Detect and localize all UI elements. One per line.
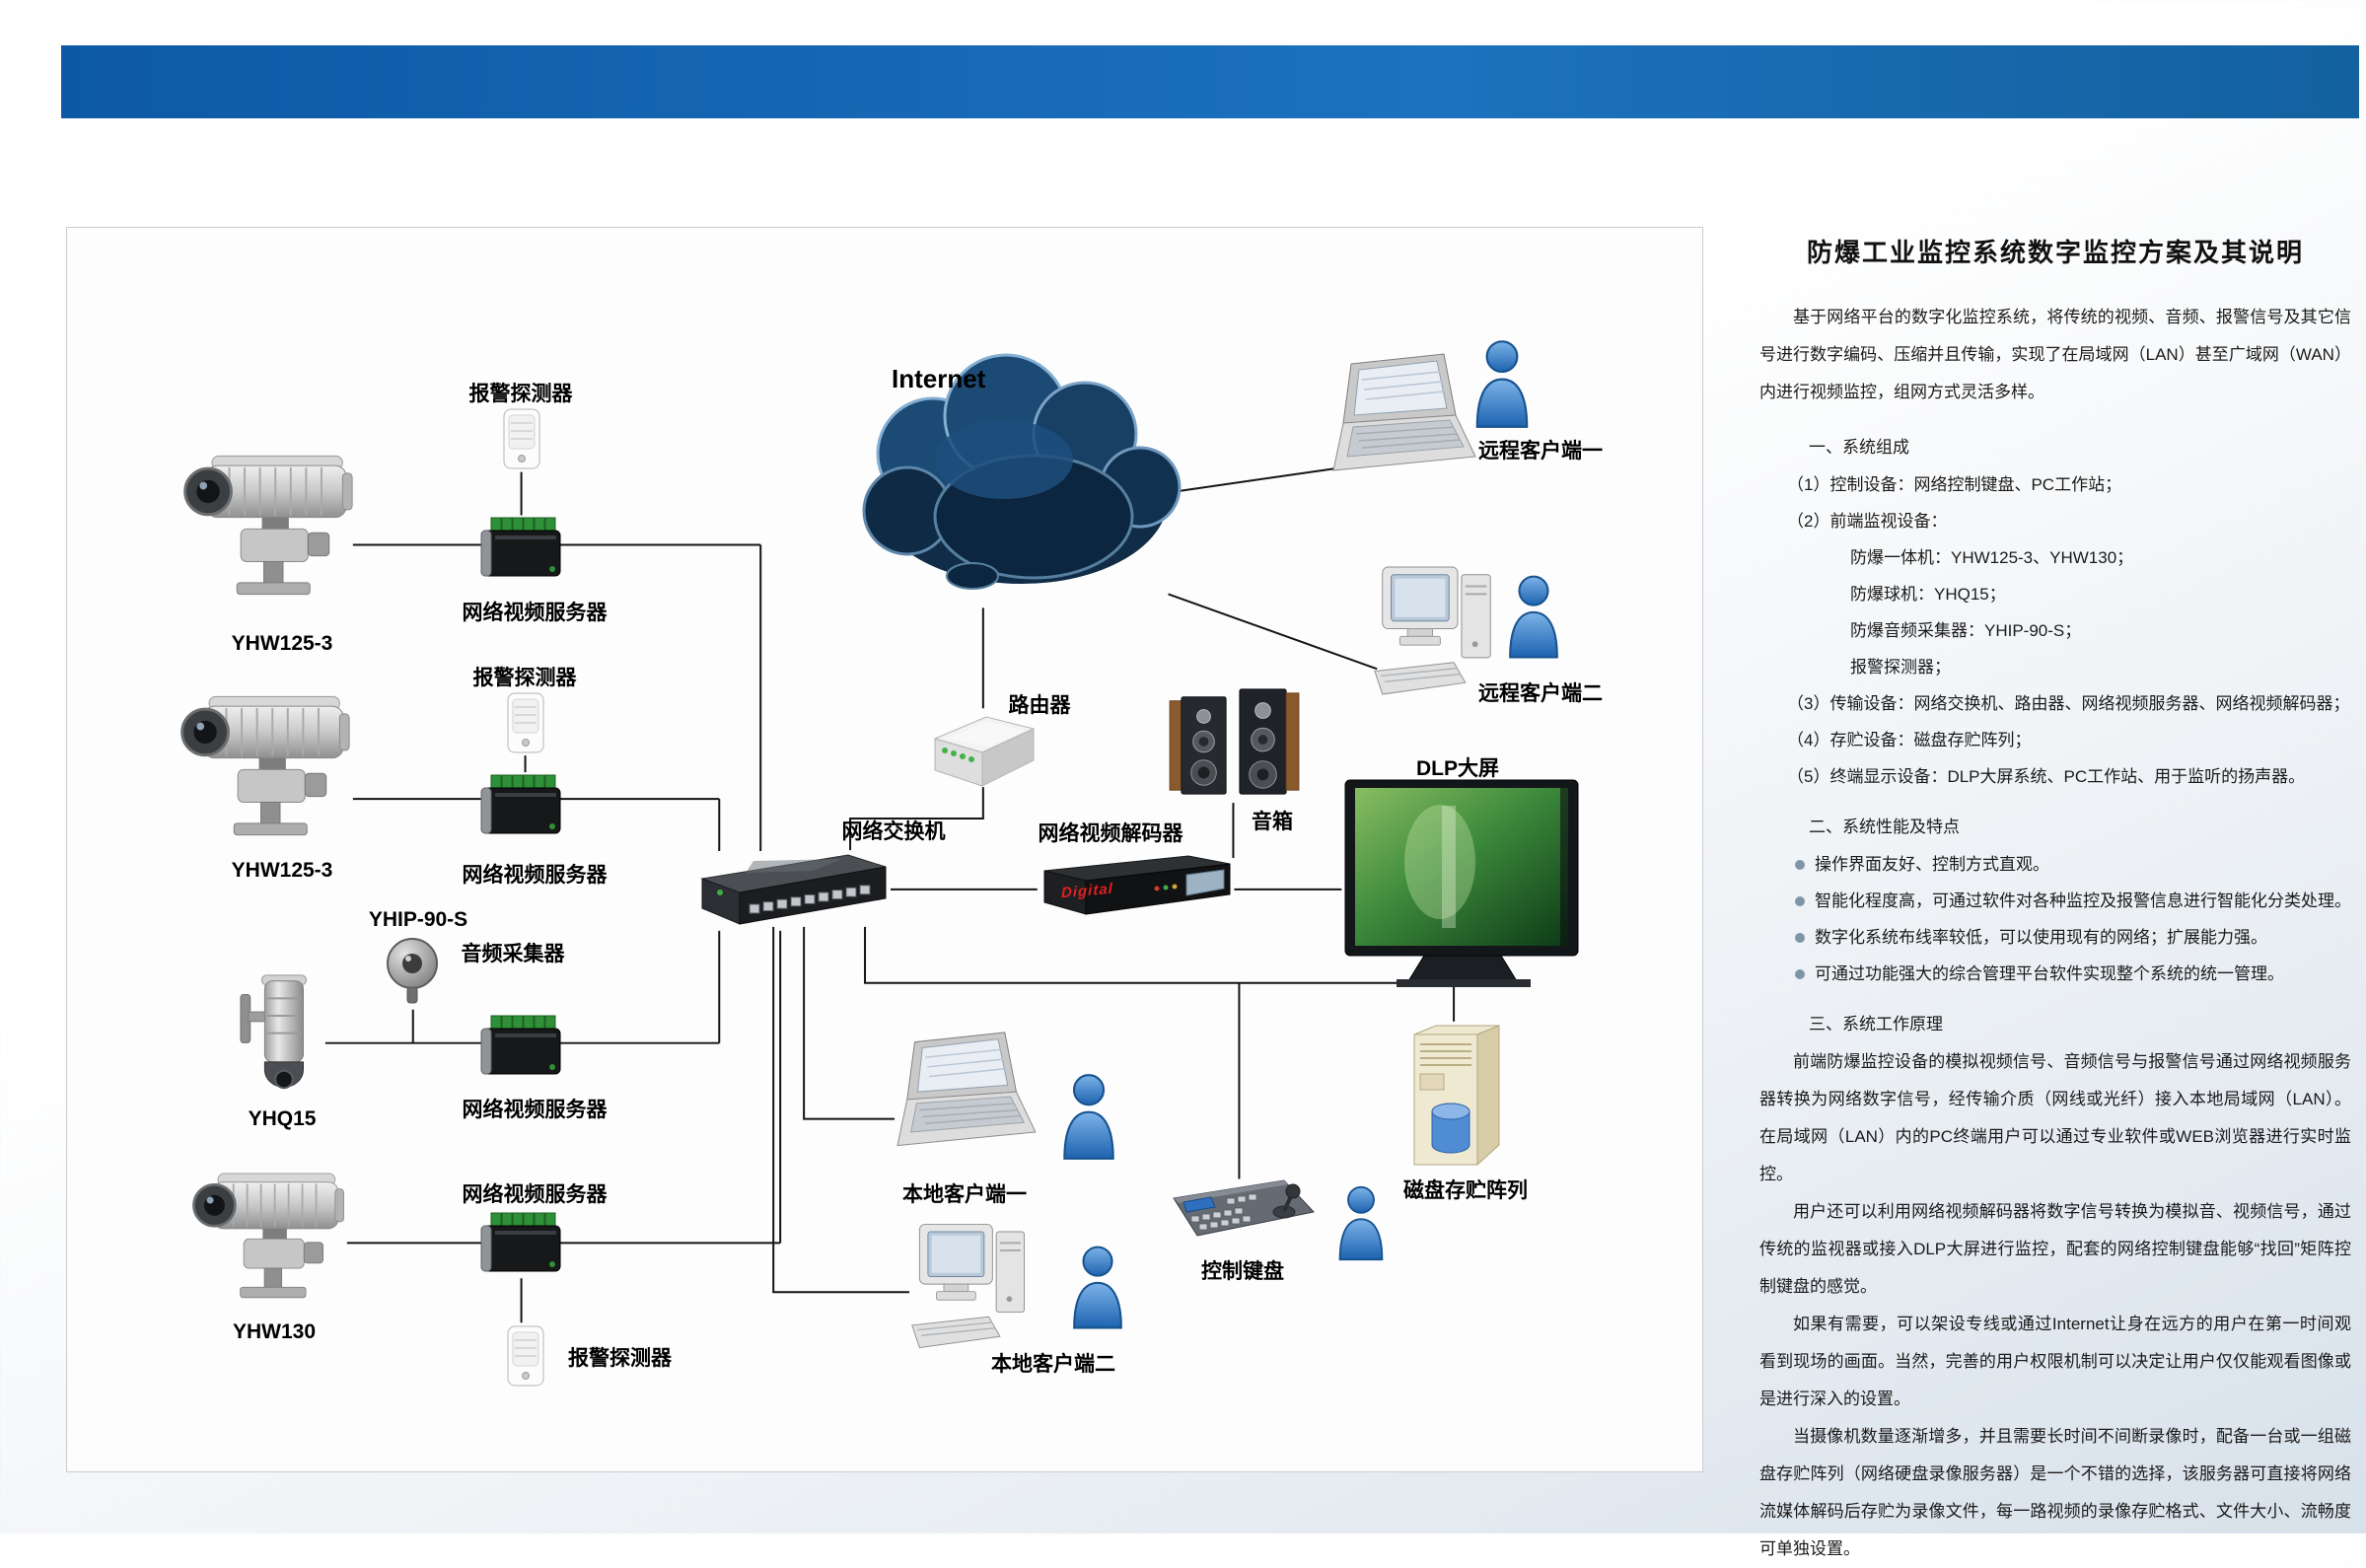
- dlp-screen-icon: [1341, 778, 1586, 990]
- laptop-icon: [1329, 352, 1477, 490]
- audio-collector-icon: [385, 936, 440, 1011]
- list-item: （5）终端显示设备：DLP大屏系统、PC工作站、用于监听的扬声器。: [1787, 767, 2306, 786]
- video-server-label: 网络视频服务器: [462, 864, 608, 887]
- switch-label: 网络交换机: [841, 820, 946, 843]
- bullet-icon: [1795, 860, 1805, 870]
- dlp-label: DLP大屏: [1416, 757, 1499, 780]
- video-server-icon: [479, 1209, 562, 1280]
- camera3-label: YHQ15: [248, 1107, 317, 1130]
- list-item: 防爆音频采集器：YHIP-90-S；: [1850, 621, 2082, 640]
- video-server-label: 网络视频服务器: [462, 602, 608, 624]
- list-item: （3）传输设备：网络交换机、路由器、网络视频服务器、网络视频解码器；: [1787, 694, 2350, 713]
- bullet-item: 智能化程度高，可通过软件对各种监控及报警信息进行智能化分类处理。: [1759, 883, 2351, 919]
- alarm-detector-label: 报警探测器: [468, 383, 573, 405]
- diagram-panel: Internet 报警探测器 网络视频服务器 YHW125-3 报警探测器 YH…: [66, 227, 1703, 1472]
- bullet-item: 数字化系统布线率较低，可以使用现有的网络；扩展能力强。: [1759, 919, 2351, 956]
- section1-heading: 一、系统组成: [1809, 438, 1909, 457]
- paragraph: 如果有需要，可以架设专线或通过Internet让身在远方的用户在第一时间观看到现…: [1759, 1315, 2351, 1408]
- router-label: 路由器: [1008, 694, 1071, 717]
- decoder-label: 网络视频解码器: [1038, 822, 1183, 845]
- bullet-text: 智能化程度高，可通过软件对各种监控及报警信息进行智能化分类处理。: [1815, 891, 2351, 910]
- section2-heading: 二、系统性能及特点: [1809, 818, 1960, 836]
- control-keyboard-label: 控制键盘: [1201, 1260, 1284, 1283]
- speakers-icon: [1166, 683, 1302, 802]
- user-icon: [1505, 573, 1562, 660]
- list-item: （4）存贮设备：磁盘存贮阵列；: [1787, 731, 2032, 749]
- list-item: （1）控制设备：网络控制键盘、PC工作站；: [1787, 475, 2122, 494]
- alarm-detector-icon: [505, 691, 546, 756]
- audio-collector-label: 音频采集器: [461, 943, 565, 965]
- bullet-text: 操作界面友好、控制方式直观。: [1815, 855, 2049, 874]
- paragraph: 用户还可以利用网络视频解码器将数字信号转换为模拟音、视频信号，通过传统的监视器或…: [1759, 1202, 2351, 1296]
- ball-camera-icon: [239, 969, 325, 1105]
- user-icon: [1059, 1072, 1118, 1161]
- local-client2-label: 本地客户端二: [991, 1353, 1115, 1376]
- remote-client2-label: 远程客户端二: [1478, 682, 1603, 705]
- video-server-icon: [479, 1012, 562, 1083]
- user-icon: [1335, 1184, 1387, 1261]
- alarm-detector-label: 报警探测器: [472, 667, 577, 689]
- intro-paragraph: 基于网络平台的数字化监控系统，将传统的视频、音频、报警信号及其它信号进行数字编码…: [1759, 308, 2351, 401]
- alarm-detector-icon: [505, 1324, 546, 1390]
- bullet-icon: [1795, 969, 1805, 979]
- bullet-text: 可通过功能强大的综合管理平台软件实现整个系统的统一管理。: [1815, 964, 2284, 983]
- ptz-camera-icon: [174, 433, 356, 615]
- local-client1-label: 本地客户端一: [902, 1183, 1027, 1206]
- video-server-icon: [479, 771, 562, 842]
- camera2-label: YHW125-3: [231, 859, 333, 882]
- ptz-camera-icon: [183, 1153, 347, 1317]
- video-server-label: 网络视频服务器: [462, 1183, 608, 1206]
- internet-label: Internet: [892, 364, 986, 393]
- section3-heading: 三、系统工作原理: [1809, 1015, 1943, 1033]
- header-bar: [61, 45, 2359, 118]
- article-title: 防爆工业监控系统数字监控方案及其说明: [1806, 238, 2304, 267]
- alarm-detector-icon: [501, 407, 542, 472]
- alarm-detector-label: 报警探测器: [568, 1347, 672, 1370]
- disk-array-label: 磁盘存贮阵列: [1403, 1179, 1528, 1202]
- network-switch-icon: [694, 849, 892, 934]
- video-server-label: 网络视频服务器: [462, 1099, 608, 1121]
- camera4-label: YHW130: [232, 1320, 317, 1343]
- bullet-item: 可通过功能强大的综合管理平台软件实现整个系统的统一管理。: [1759, 956, 2351, 992]
- video-server-icon: [479, 514, 562, 585]
- desktop-computer-icon: [908, 1216, 1035, 1356]
- disk-array-icon: [1402, 1021, 1513, 1169]
- router-icon: [929, 707, 1040, 792]
- laptop-icon: [894, 1031, 1038, 1165]
- user-icon: [1069, 1244, 1126, 1330]
- bullet-icon: [1795, 933, 1805, 943]
- camera1-label: YHW125-3: [231, 632, 333, 655]
- list-item: 报警探测器；: [1850, 658, 1951, 677]
- bullet-text: 数字化系统布线率较低，可以使用现有的网络；扩展能力强。: [1815, 928, 2267, 947]
- remote-client1-label: 远程客户端一: [1478, 440, 1603, 463]
- paragraph: 当摄像机数量逐渐增多，并且需要长时间不间断录像时，配备一台或一组磁盘存贮阵列（网…: [1759, 1427, 2351, 1558]
- ptz-camera-icon: [171, 674, 353, 856]
- control-keyboard-icon: [1170, 1175, 1318, 1251]
- list-item: 防爆球机：YHQ15；: [1850, 585, 2006, 604]
- audio-collector-model-label: YHIP-90-S: [368, 908, 468, 931]
- list-item: 防爆一体机：YHW125-3、YHW130；: [1850, 548, 2134, 567]
- speakers-label: 音箱: [1252, 811, 1293, 833]
- list-item: （2）前端监视设备：: [1787, 512, 1948, 531]
- user-icon: [1471, 338, 1533, 429]
- bullet-icon: [1795, 896, 1805, 906]
- bullet-item: 操作界面友好、控制方式直观。: [1759, 846, 2351, 883]
- paragraph: 前端防爆监控设备的模拟视频信号、音频信号与报警信号通过网络视频服务器转换为网络数…: [1759, 1052, 2351, 1183]
- article-column: 防爆工业监控系统数字监控方案及其说明 基于网络平台的数字化监控系统，将传统的视频…: [1759, 233, 2351, 1568]
